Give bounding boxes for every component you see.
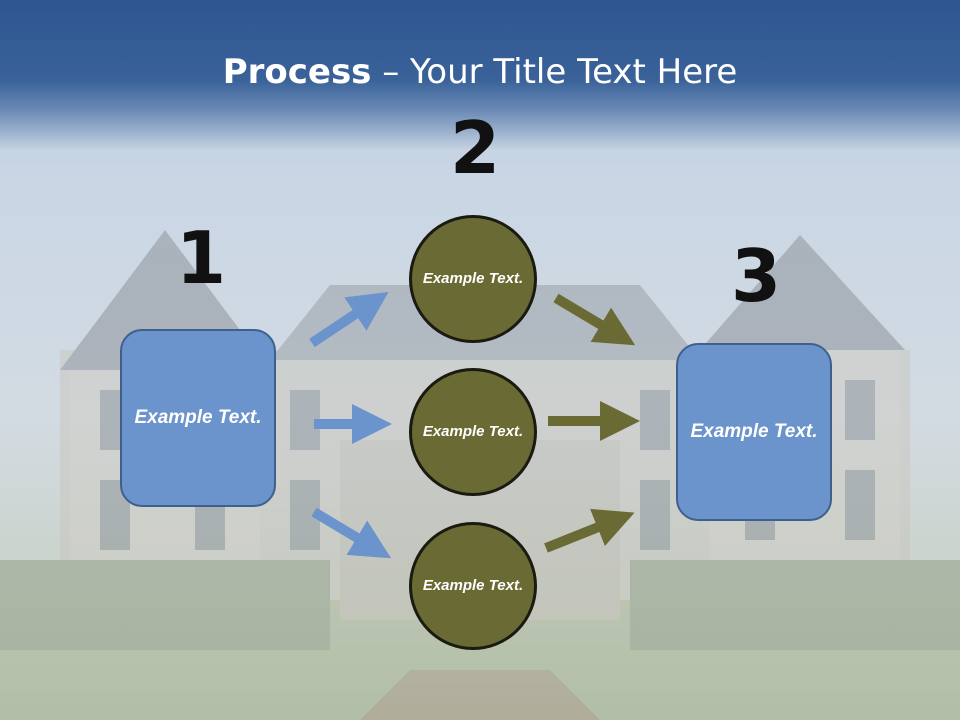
arrow-top-to-right	[553, 293, 636, 346]
circle-middle: Example Text.	[409, 368, 537, 496]
arrow-bottom-to-right	[544, 508, 635, 553]
slide-title: Process – Your Title Text Here	[0, 52, 960, 92]
left-box-text: Example Text.	[134, 406, 262, 428]
arrow-left-to-bottom	[311, 507, 392, 559]
left-box: Example Text.	[120, 329, 276, 507]
step-number-1: 1	[176, 216, 227, 300]
circle-middle-text: Example Text.	[422, 422, 524, 440]
right-box: Example Text.	[676, 343, 832, 521]
title-rest: – Your Title Text Here	[371, 52, 738, 92]
right-box-text: Example Text.	[690, 420, 818, 442]
step-number-3: 3	[731, 234, 782, 318]
circle-bottom-text: Example Text.	[422, 576, 524, 594]
title-bold: Process	[222, 52, 372, 92]
circle-top-text: Example Text.	[422, 269, 524, 287]
arrow-left-to-top	[309, 291, 389, 348]
step-number-2: 2	[450, 106, 501, 190]
title-banner	[0, 0, 960, 150]
circle-bottom: Example Text.	[409, 522, 537, 650]
circle-top: Example Text.	[409, 215, 537, 343]
